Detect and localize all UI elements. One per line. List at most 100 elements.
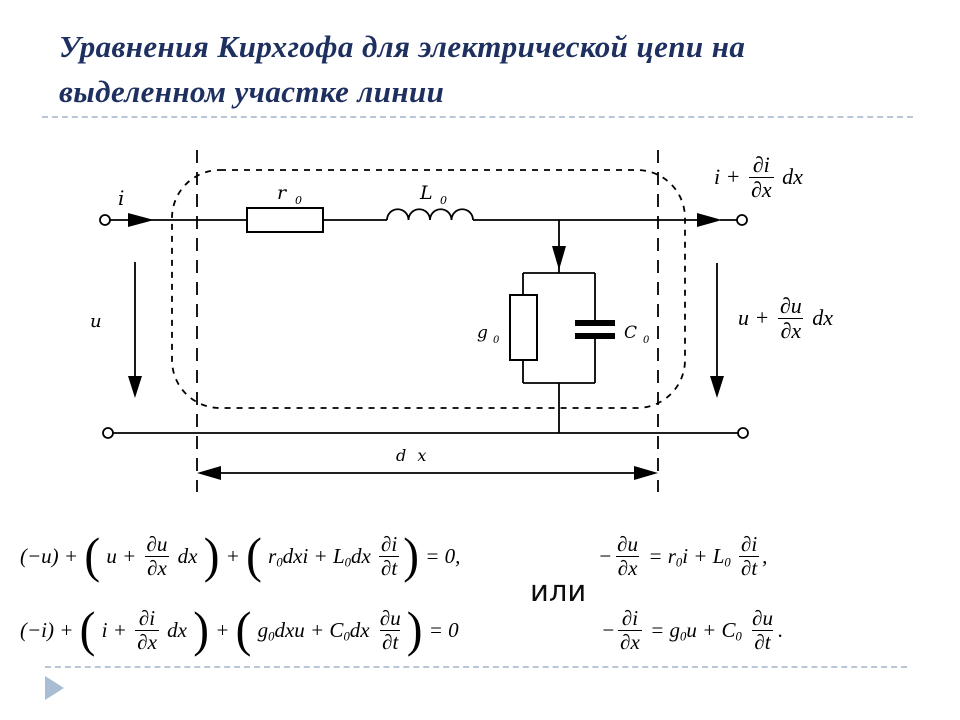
dx-arrowhead-left	[197, 466, 221, 480]
resistor-label-sub: 0	[295, 194, 302, 207]
subscript: 0	[343, 628, 350, 643]
formula-text	[731, 544, 736, 569]
fraction-numerator: ∂u	[779, 293, 802, 318]
inductor-label-sub: 0	[440, 194, 447, 207]
shunt-arrowhead	[552, 246, 566, 270]
inductor-label: L	[419, 182, 433, 204]
capacitor-label: C	[624, 323, 637, 343]
fraction-denominator: ∂t	[752, 629, 773, 654]
current-out-arrowhead	[697, 213, 722, 227]
formula-text: = 0,	[419, 543, 461, 568]
inductor-symbol	[386, 208, 474, 221]
formula-text: i +	[714, 164, 746, 190]
fraction-numerator: ∂i	[138, 605, 156, 630]
fraction-denominator: ∂x	[748, 176, 774, 202]
fraction: ∂u∂x	[615, 533, 640, 579]
big-parenthesis: (	[79, 602, 96, 658]
terminal-top-right	[736, 214, 748, 226]
terminal-top-left	[99, 214, 111, 226]
dx-arrowhead-right	[634, 466, 658, 480]
fraction-denominator: ∂x	[135, 629, 159, 654]
terminal-bottom-left	[102, 427, 114, 439]
terminal-bottom-right	[737, 427, 749, 439]
capacitor-label-sub: 0	[643, 335, 650, 346]
fraction: ∂u∂x	[778, 294, 804, 343]
formula-text: dx	[172, 543, 203, 568]
big-parenthesis: )	[403, 528, 419, 584]
slide-title-line2: выделенном участке линии	[59, 74, 445, 109]
formula-text: .	[777, 617, 784, 642]
subscript: 0	[276, 554, 283, 569]
current-in-arrowhead	[128, 213, 154, 227]
formula-text: dx	[350, 543, 377, 568]
formula-text: dxi + L	[282, 543, 345, 568]
title-separator-dashed-line	[42, 116, 913, 118]
fraction-denominator: ∂t	[738, 555, 760, 580]
current-in-label: i	[118, 186, 124, 210]
formula-text: u +	[738, 305, 775, 331]
capacitor-plate-bottom	[575, 333, 615, 339]
fraction-numerator: ∂u	[617, 532, 639, 556]
conductance-label: g	[477, 323, 488, 343]
fraction: ∂i∂t	[738, 532, 760, 580]
fraction: ∂u∂x	[145, 533, 170, 579]
slide-title-line1: Уравнения Кирхгофа для электрической цеп…	[59, 29, 746, 64]
fraction-denominator: ∂t	[380, 629, 401, 654]
subscript: 0	[268, 628, 275, 643]
fraction-numerator: ∂u	[379, 605, 401, 630]
formula-text: −	[601, 617, 616, 642]
conductance-label-sub: 0	[493, 335, 500, 346]
fraction-numerator: ∂u	[752, 606, 773, 630]
formula-text: dx	[806, 305, 833, 331]
dx-length-label: d x	[396, 446, 429, 465]
slide-corner-triangle-icon	[45, 676, 64, 700]
formula-text: +	[209, 617, 235, 642]
subscript: 0	[735, 628, 742, 643]
section-boundary-dashed-box	[171, 169, 686, 409]
fraction-denominator: ∂t	[379, 555, 400, 580]
fraction-numerator: ∂i	[621, 606, 639, 630]
output-voltage-formula: u + ∂u∂x dx	[738, 294, 833, 343]
capacitor-plate-top	[575, 320, 615, 326]
big-parenthesis: )	[203, 528, 220, 584]
formula-text: dx	[349, 617, 375, 642]
big-parenthesis: )	[406, 602, 423, 658]
formula-text: +	[220, 543, 246, 568]
or-label: или	[530, 574, 587, 608]
formula-text: u + C	[686, 617, 736, 642]
subscript: 0	[344, 554, 351, 569]
fraction-denominator: ∂x	[145, 555, 169, 580]
formula-text: r	[262, 543, 277, 568]
fraction: ∂i∂x	[618, 607, 642, 653]
big-parenthesis: (	[84, 528, 101, 584]
formula-text: (−u) +	[20, 543, 84, 568]
voltage-in-label: u	[90, 311, 102, 332]
output-current-formula: i + ∂i∂x dx	[714, 153, 803, 202]
slide-title: Уравнения Кирхгофа для электрической цеп…	[59, 24, 939, 114]
fraction-denominator: ∂x	[778, 317, 804, 343]
fraction: ∂i∂t	[379, 531, 400, 580]
fraction-numerator: ∂i	[752, 152, 770, 177]
formula-text: = 0	[423, 617, 459, 642]
formula-text: g	[252, 617, 269, 642]
formula-text	[742, 618, 747, 643]
fraction: ∂u∂t	[378, 607, 403, 653]
subscript: 0	[675, 554, 683, 569]
fraction-numerator: ∂i	[381, 531, 398, 556]
footer-separator-dashed-line	[45, 666, 907, 668]
formula-text: dx	[161, 617, 193, 642]
voltage-arrow-left-head	[128, 376, 142, 398]
subscript: 0	[680, 628, 687, 643]
fraction-numerator: ∂i	[740, 532, 758, 556]
formula-text: (−i) +	[20, 617, 79, 642]
formula-text: dx	[776, 164, 803, 190]
formula-text: dxu + C	[274, 617, 344, 642]
formula-text: = r	[643, 543, 676, 568]
fraction-denominator: ∂x	[615, 555, 640, 580]
big-parenthesis: (	[246, 528, 262, 584]
resistor-symbol	[246, 207, 324, 233]
